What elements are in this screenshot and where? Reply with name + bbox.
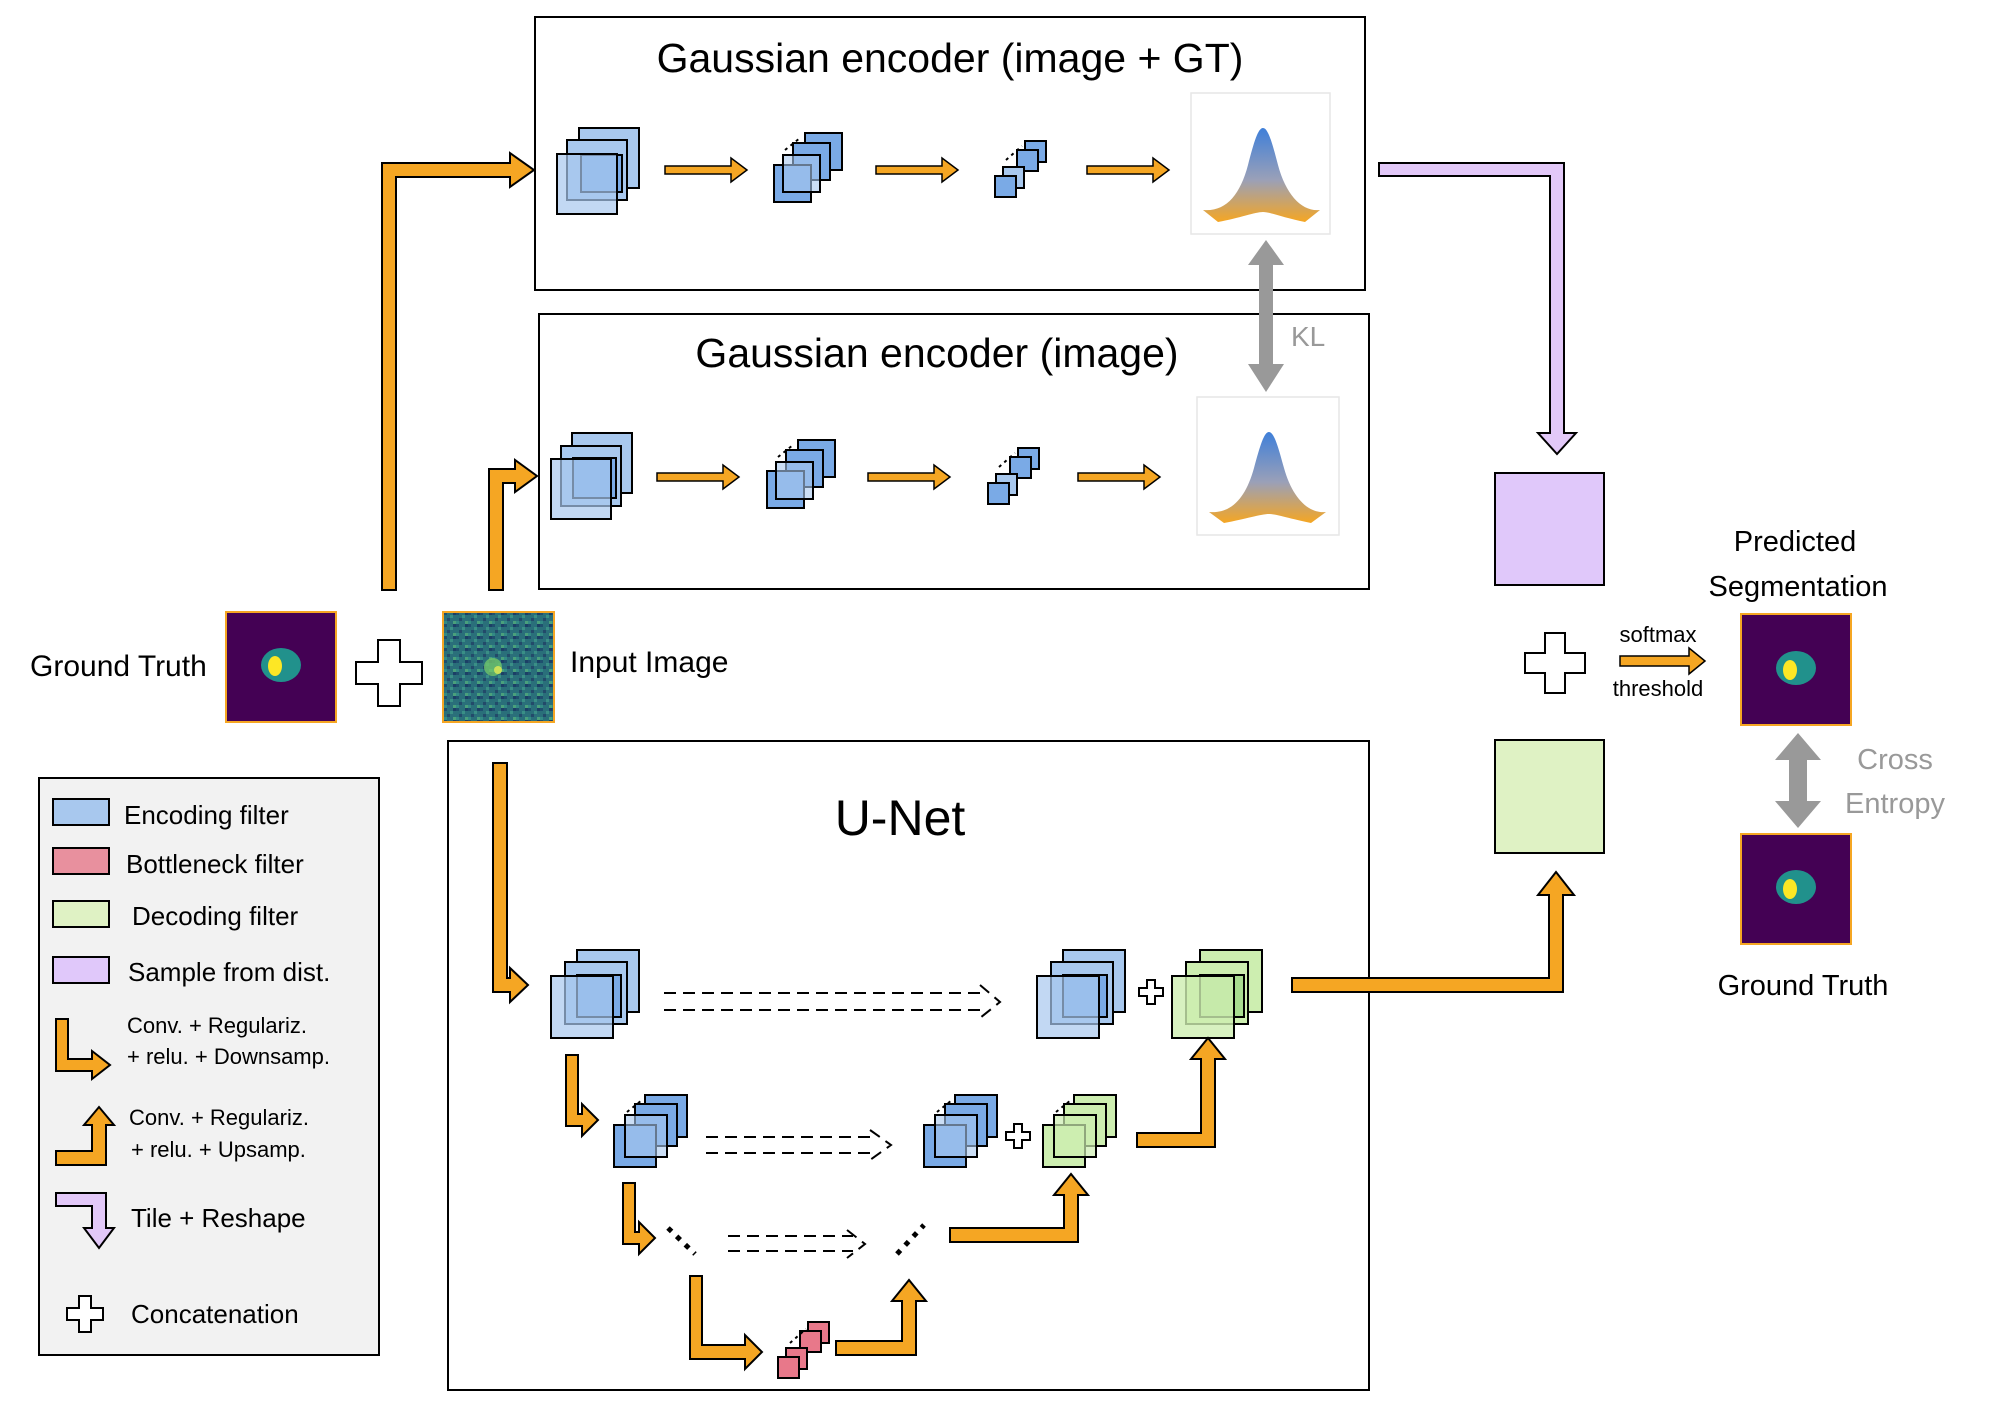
cross-entropy-double-arrow [1775,733,1821,828]
kl-label: KL [1291,321,1325,352]
ground-truth-input-image [225,611,337,723]
unet-title: U-Net [835,790,966,846]
encoder-img-filter-large [550,432,633,520]
predicted-label-line2: Segmentation [1709,571,1888,603]
concat-plus-icon [355,639,423,707]
encoder-img-title: Gaussian encoder (image) [695,330,1178,376]
legend-concatenation-icon [66,1295,104,1333]
output-concat-plus-icon [1524,632,1586,694]
input-image-label: Input Image [570,646,728,679]
legend-downsample-arrow-icon [55,1018,112,1082]
unet-concat-icon-2 [1005,1123,1031,1149]
legend-swatch-decoding [52,900,110,928]
legend-decoding-label: Decoding filter [132,901,299,931]
encoder-gt-gaussian-plot [1190,92,1331,235]
unet-down-arrow-3 [689,1275,764,1372]
legend-bottleneck-label: Bottleneck filter [126,849,304,879]
legend-swatch-sample [52,956,110,984]
legend-tile-reshape-label: Tile + Reshape [131,1203,306,1233]
unet-encoder-level-1 [550,949,640,1039]
unet-up-arrow-2 [1136,1036,1228,1148]
legend-upsample-line2: + relu. + Upsamp. [131,1137,306,1162]
cross-entropy-label-line1: Cross [1857,744,1933,776]
legend-swatch-encoding [52,798,110,826]
unet-skip-3 [728,1229,867,1259]
unet-bottleneck-filter [777,1321,830,1379]
softmax-threshold-arrow [1619,646,1707,676]
unet-skip-1 [664,984,1002,1019]
unet-encoder-level-2 [613,1094,688,1168]
cross-entropy-label-line2: Entropy [1845,788,1945,820]
unet-decoder-level-1 [1171,949,1263,1039]
unet-up-arrow-4 [835,1278,929,1356]
unet-decoder-level-2 [1042,1094,1117,1168]
threshold-label: threshold [1613,676,1704,701]
unet-concat-icon-1 [1138,979,1164,1005]
ground-truth-output-label: Ground Truth [1718,970,1889,1002]
legend-sample-label: Sample from dist. [128,957,330,987]
legend-tile-reshape-arrow-icon [55,1192,116,1250]
legend-downsample-line1: Conv. + Regulariz. [127,1013,307,1038]
predicted-segmentation-image [1740,613,1852,726]
unet-down-arrow-2 [622,1182,657,1257]
encoder-gt-filter-large [556,127,640,215]
unet-skip-2 [706,1129,893,1161]
legend-downsample-line2: + relu. + Downsamp. [127,1044,330,1069]
sample-from-distribution [1494,472,1605,586]
gt-to-encoder-arrow [381,151,536,591]
unet-up-arrow-3 [949,1172,1091,1243]
legend-concatenation-label: Concatenation [131,1299,299,1329]
legend-upsample-arrow-icon [55,1105,117,1166]
softmax-label: softmax [1619,622,1696,647]
kl-double-arrow [1248,240,1284,392]
input-image [442,611,555,723]
unet-output-features [1494,739,1605,854]
ground-truth-input-label: Ground Truth [30,650,207,683]
encoder-img-gaussian-plot [1196,396,1340,536]
image-to-encoder-arrow [488,458,539,591]
encoder-gt-title: Gaussian encoder (image + GT) [657,35,1244,81]
image-to-unet-arrow [492,762,530,1005]
encoder-gt-arrows [664,156,1171,184]
encoder-img-filter-medium [766,439,836,509]
legend-encoding-label: Encoding filter [124,800,289,830]
legend-upsample-line1: Conv. + Regulariz. [129,1105,309,1130]
legend-swatch-bottleneck [52,847,110,875]
encoder-img-filter-small [987,447,1040,505]
ground-truth-output-image [1740,833,1852,945]
encoder-gt-filter-small [994,140,1047,198]
unet-down-arrow-1 [565,1054,600,1139]
tile-reshape-arrow [1378,162,1579,456]
unet-upsample-level-1-encoding [1036,949,1126,1039]
unet-upsample-level-2-encoding [923,1094,998,1168]
predicted-label-line1: Predicted [1734,526,1857,558]
unet-output-arrow [1291,870,1577,993]
encoder-gt-filter-medium [773,132,843,203]
encoder-img-arrows [656,463,1162,491]
